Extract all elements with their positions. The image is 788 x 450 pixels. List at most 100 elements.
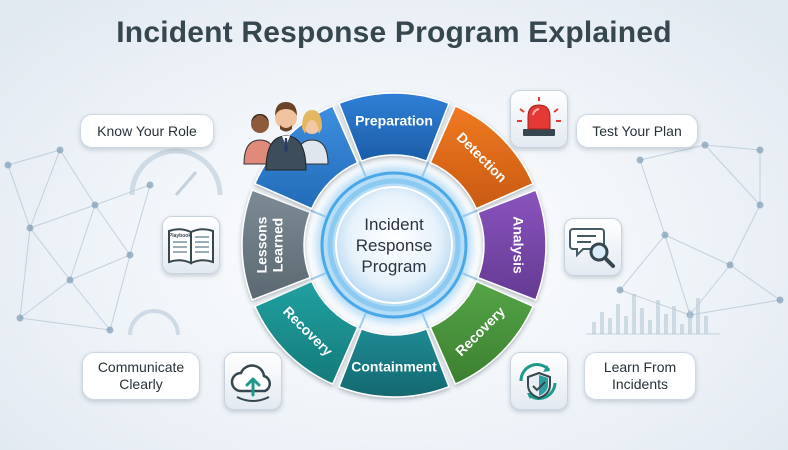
segment-label-analysis: Analysis bbox=[510, 216, 526, 274]
network-link bbox=[704, 144, 761, 206]
shield-tile bbox=[510, 352, 568, 410]
network-link bbox=[29, 149, 61, 229]
network-node bbox=[91, 201, 99, 209]
network-link bbox=[619, 289, 691, 316]
decor-bar bbox=[680, 324, 684, 334]
segment-recovery-left bbox=[253, 280, 359, 386]
decor-bar bbox=[672, 306, 676, 334]
network-link bbox=[29, 227, 71, 281]
decor-bar bbox=[688, 310, 692, 334]
callout-communicate-clearly-line-1: Communicate bbox=[97, 359, 185, 375]
network-link bbox=[639, 144, 706, 161]
gauge-needle bbox=[174, 171, 198, 196]
callout-know-your-role-text: Know Your Role bbox=[97, 122, 197, 139]
playbook-label: Playbook bbox=[169, 233, 191, 239]
network-link bbox=[94, 184, 151, 206]
decor-bar bbox=[600, 312, 604, 334]
decor-bar bbox=[704, 316, 708, 334]
shield-recycle-icon bbox=[519, 363, 557, 400]
cloud-tile bbox=[224, 352, 282, 410]
decor-bar bbox=[592, 322, 596, 334]
decor-bar bbox=[632, 294, 636, 334]
network-link bbox=[729, 264, 781, 301]
hub-ring-inner bbox=[327, 178, 461, 312]
page-title: Incident Response Program Explained bbox=[116, 16, 672, 49]
network-node bbox=[726, 261, 734, 269]
callout-test-your-plan: Test Your Plan bbox=[576, 114, 698, 148]
network-link bbox=[19, 279, 71, 319]
playbook-tile: Playbook bbox=[162, 216, 220, 274]
network-node bbox=[4, 161, 12, 169]
decor-bar bbox=[624, 316, 628, 334]
network-node bbox=[776, 296, 784, 304]
segment-label-lessons-learned: Learned bbox=[270, 218, 286, 272]
segment-preparation bbox=[338, 92, 450, 163]
network-link bbox=[94, 204, 131, 256]
network-node bbox=[106, 326, 114, 334]
decor-bar bbox=[656, 300, 660, 334]
network-link bbox=[59, 149, 96, 206]
segment-containment bbox=[338, 327, 450, 398]
network-link bbox=[729, 204, 761, 266]
network-link bbox=[7, 149, 61, 166]
network-link bbox=[69, 279, 111, 331]
hub-label-line-1: Incident bbox=[364, 215, 424, 234]
network-link bbox=[129, 184, 151, 256]
network-node bbox=[56, 146, 64, 154]
decor-bar bbox=[696, 298, 700, 334]
network-link bbox=[69, 254, 131, 281]
person-right bbox=[295, 110, 329, 165]
network-link bbox=[664, 234, 731, 266]
network-link bbox=[704, 144, 761, 151]
alarm-siren-icon bbox=[517, 97, 561, 136]
hub-disc bbox=[335, 186, 453, 304]
network-link bbox=[664, 234, 691, 316]
network-link bbox=[19, 317, 111, 331]
segment-recovery-right bbox=[429, 280, 535, 386]
segment-label-containment: Containment bbox=[351, 359, 437, 375]
segment-analysis bbox=[476, 189, 547, 301]
cloud-upload-icon bbox=[230, 364, 271, 402]
decor-bar bbox=[640, 308, 644, 334]
network-link bbox=[639, 159, 666, 236]
network-link bbox=[19, 227, 31, 319]
segment-lessons-learned bbox=[241, 189, 312, 301]
hub: Incident Response Program bbox=[316, 167, 472, 323]
network-node bbox=[756, 201, 764, 209]
gauge-decoration bbox=[128, 309, 180, 336]
network-link bbox=[69, 204, 96, 281]
team-icon bbox=[243, 102, 329, 171]
network-link bbox=[619, 234, 666, 291]
callout-communicate-clearly: Communicate Clearly bbox=[82, 352, 200, 400]
hub-label-line-2: Response bbox=[356, 236, 433, 255]
callout-know-your-role: Know Your Role bbox=[80, 114, 214, 148]
network-node bbox=[661, 231, 669, 239]
network-node bbox=[16, 314, 24, 322]
alarm-tile bbox=[510, 90, 568, 148]
segment-label-preparation: Preparation bbox=[355, 113, 433, 129]
decor-bar bbox=[664, 314, 668, 334]
segment-ring bbox=[241, 92, 547, 398]
callout-communicate-clearly-line-2: Clearly bbox=[119, 376, 163, 392]
network-node bbox=[701, 141, 709, 149]
chat-magnifier-icon bbox=[569, 228, 615, 268]
gauge-decoration bbox=[129, 148, 223, 196]
callout-learn-from-incidents-line-1: Learn From bbox=[603, 359, 677, 375]
callout-learn-from-incidents: Learn From Incidents bbox=[584, 352, 696, 400]
network-node bbox=[126, 251, 134, 259]
network-link bbox=[109, 254, 131, 331]
callout-test-your-plan-text: Test Your Plan bbox=[592, 122, 682, 139]
callout-learn-from-incidents-line-2: Incidents bbox=[611, 376, 669, 392]
analysis-tile bbox=[564, 218, 622, 276]
network-node bbox=[26, 224, 34, 232]
decor-bar bbox=[616, 304, 620, 334]
segment-detection bbox=[429, 104, 535, 210]
playbook-icon: Playbook bbox=[168, 228, 214, 265]
person-center bbox=[265, 102, 307, 171]
network-node bbox=[756, 146, 764, 154]
network-node bbox=[616, 286, 624, 294]
network-node bbox=[146, 181, 154, 189]
network-link bbox=[7, 164, 31, 229]
